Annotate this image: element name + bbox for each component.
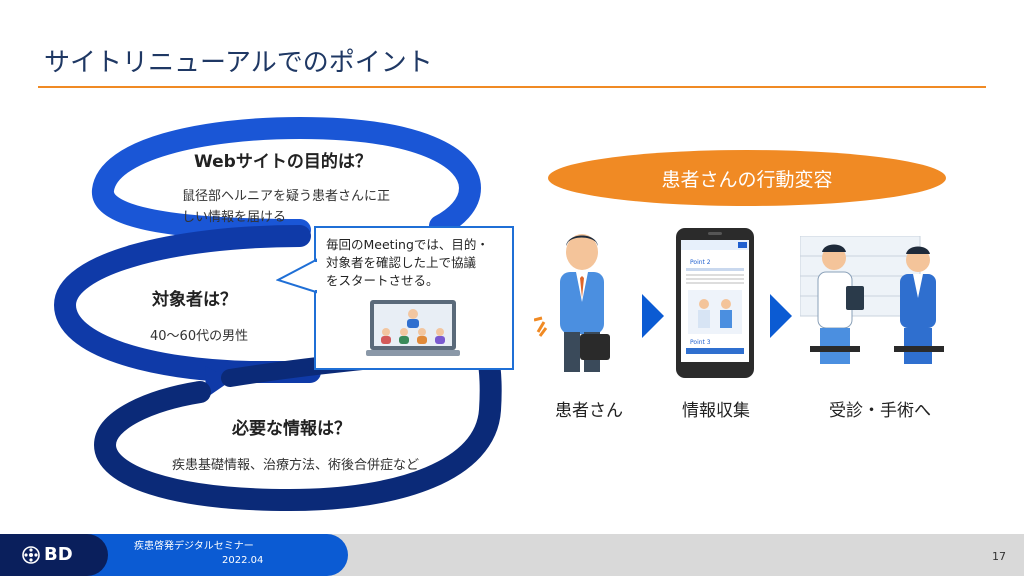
web-desc: 鼠径部ヘルニアを疑う患者さんに正 しい情報を届ける [182, 186, 390, 228]
web-desc-line1: 鼠径部ヘルニアを疑う患者さんに正 [182, 189, 391, 204]
loop-bottom [93, 319, 502, 512]
callout-tail [276, 258, 318, 294]
doctor-consultation-illustration [800, 236, 944, 364]
video-meeting-icon [366, 300, 460, 356]
title-underline [38, 86, 986, 88]
loop-top [92, 116, 482, 241]
callout-line2: 対象者を確認した上で協議 [326, 255, 477, 270]
step-arrow-2 [770, 294, 792, 338]
footer-logo: BD [0, 534, 108, 576]
step-label-info: 情報収集 [682, 401, 750, 421]
info-heading: 必要な情報は？ [232, 419, 351, 439]
footer-date: 2022.04 [222, 555, 264, 566]
step-label-patient: 患者さん [555, 401, 623, 421]
web-heading: Webサイトの目的は？ [194, 152, 372, 172]
step-arrow-1 [642, 294, 664, 338]
footer-logo-text: BD [44, 544, 73, 565]
bd-logo-icon [22, 546, 40, 564]
web-desc-line2: しい情報を届ける [182, 210, 287, 225]
callout-text: 毎回のMeetingでは、目的・ 対象者を確認した上で協議 をスタートさせる。 [326, 236, 489, 290]
slide-title: サイトリニューアルでのポイント [44, 48, 433, 78]
target-heading: 対象者は？ [152, 290, 237, 310]
footer-blue-band [78, 534, 348, 576]
phone-point2: Point 2 [690, 259, 711, 266]
worried-patient-illustration [534, 234, 610, 372]
step-label-visit: 受診・手術へ [829, 401, 931, 421]
callout-line3: をスタートさせる。 [326, 273, 439, 288]
behavior-change-oval: 患者さんの行動変容 [548, 150, 946, 206]
page-number: 17 [992, 550, 1006, 563]
loop-arrowhead [205, 366, 232, 398]
footer-seminar: 疾患啓発デジタルセミナー [134, 541, 254, 552]
loop-middle [53, 225, 321, 383]
target-desc: 40～60代の男性 [150, 329, 249, 344]
meeting-callout: 毎回のMeetingでは、目的・ 対象者を確認した上で協議 をスタートさせる。 [314, 226, 514, 370]
smartphone-illustration: Point 2 Point 3 [676, 228, 754, 378]
info-desc: 疾患基礎情報、治療方法、術後合併症など [172, 458, 420, 473]
callout-line1: 毎回のMeetingでは、目的・ [326, 237, 489, 252]
behavior-change-title: 患者さんの行動変容 [661, 168, 833, 191]
phone-point3: Point 3 [690, 339, 711, 346]
